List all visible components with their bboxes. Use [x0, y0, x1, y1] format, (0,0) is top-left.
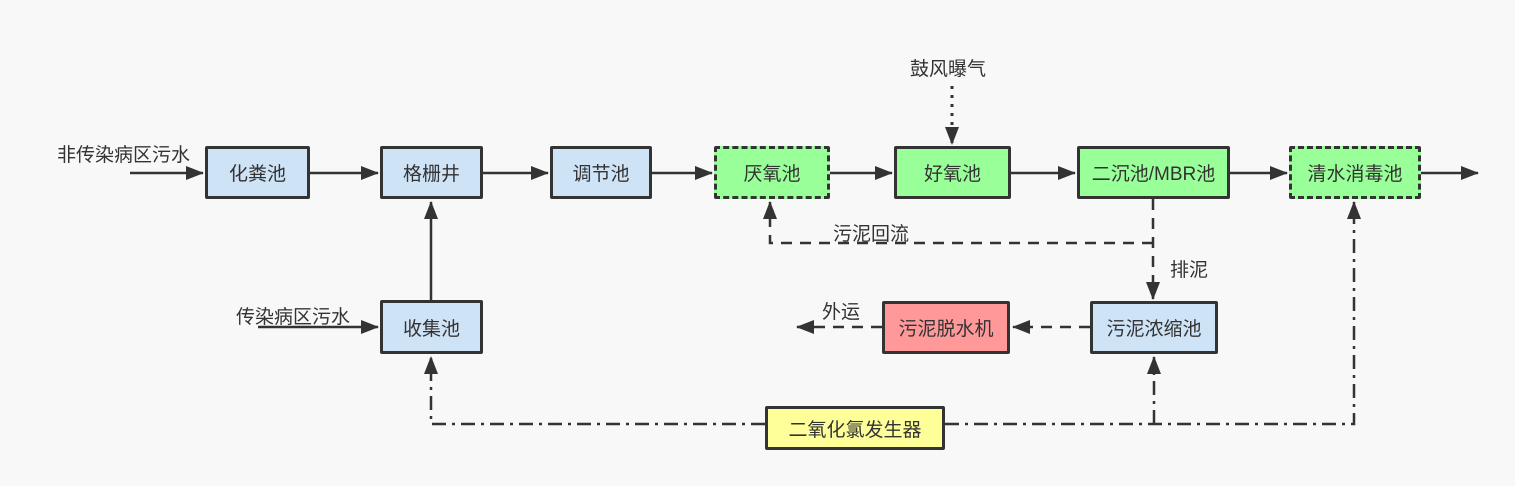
label-outward-transport: 外运: [822, 302, 861, 323]
node-sludge-thickening-tank[interactable]: 污泥浓缩池: [1090, 301, 1218, 354]
node-label: 污泥浓缩池: [1106, 319, 1202, 340]
node-label: 二沉池/MBR池: [1091, 164, 1216, 185]
edge-generator-to-disinfection: [945, 201, 1361, 426]
node-label: 化粪池: [228, 164, 286, 185]
label-non-infectious-influent: 非传染病区污水: [57, 145, 191, 166]
node-label: 清水消毒池: [1307, 164, 1403, 185]
node-regulating-tank[interactable]: 调节池: [550, 146, 652, 199]
node-secondary-sedimentation-mbr-tank[interactable]: 二沉池/MBR池: [1077, 146, 1230, 199]
label-blast-aeration: 鼓风曝气: [910, 59, 987, 80]
node-label: 二氧化氯发生器: [788, 419, 922, 441]
node-aerobic-tank[interactable]: 好氧池: [894, 146, 1011, 199]
edge-sludge-return: [763, 201, 1153, 245]
node-chlorine-dioxide-generator[interactable]: 二氧化氯发生器: [765, 406, 945, 450]
node-label: 调节池: [572, 164, 630, 185]
node-anaerobic-tank[interactable]: 厌氧池: [714, 146, 830, 199]
node-label: 收集池: [402, 318, 460, 340]
node-label: 厌氧池: [743, 164, 801, 185]
node-clean-water-disinfection-tank[interactable]: 清水消毒池: [1289, 146, 1421, 199]
label-sludge-discharge: 排泥: [1170, 260, 1209, 281]
node-label: 格栅井: [402, 164, 460, 185]
label-sludge-return: 污泥回流: [833, 224, 910, 245]
node-septic-tank[interactable]: 化粪池: [205, 146, 310, 199]
node-collection-tank[interactable]: 收集池: [380, 300, 483, 354]
node-label: 好氧池: [923, 164, 981, 185]
label-infectious-influent: 传染病区污水: [236, 307, 351, 328]
edge-generator-to-collection: [424, 356, 765, 426]
node-sludge-dewatering-machine[interactable]: 污泥脱水机: [882, 301, 1010, 354]
node-grille-well[interactable]: 格栅井: [380, 146, 483, 199]
node-label: 污泥脱水机: [898, 319, 994, 340]
